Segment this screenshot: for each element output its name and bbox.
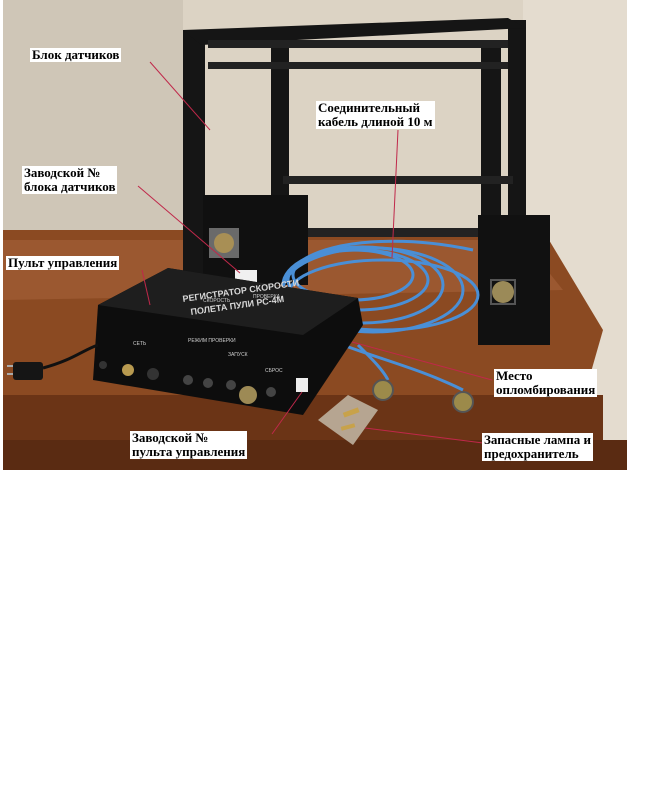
callout-control-panel-text: Пульт управления xyxy=(8,255,118,270)
cable-connector xyxy=(372,379,394,401)
callout-seal-place-line1: Место xyxy=(496,368,533,383)
callout-cable-line1: Соединительный xyxy=(318,100,420,115)
callout-panel-serial-line2: пульта управления xyxy=(132,444,246,459)
callout-panel-serial-line1: Заводской № xyxy=(132,430,209,445)
callout-panel-serial: Заводской № пульта управления xyxy=(130,430,248,459)
control-panel-box: РЕГИСТРАТОР СКОРОСТИ ПОЛЕТА ПУЛИ РС-4М С… xyxy=(93,268,363,415)
callout-seal-place-line2: опломбирования xyxy=(496,382,596,397)
panel-label-reset: СБРОС xyxy=(265,368,283,374)
callout-spare-parts-line2: предохранитель xyxy=(484,446,579,461)
cable-connector xyxy=(452,391,474,413)
callout-control-panel: Пульт управления xyxy=(6,255,120,270)
callout-cable: Соединительный кабель длиной 10 м xyxy=(316,101,435,129)
callout-spare-parts: Запасные лампа и предохранитель xyxy=(482,433,593,461)
panel-label-mode: РЕЖИМ ПРОВЕРКИ xyxy=(188,338,236,344)
panel-label-check: ПРОВЕРКА xyxy=(253,294,281,300)
callout-sensor-serial-line2: блока датчиков xyxy=(24,179,116,194)
callout-sensor-block-text: Блок датчиков xyxy=(32,47,120,62)
callout-cable-line2: кабель длиной 10 м xyxy=(318,114,433,129)
panel-label-launch: ЗАПУСК xyxy=(228,352,248,358)
callout-sensor-serial-line1: Заводской № xyxy=(24,165,101,180)
power-cord xyxy=(7,343,99,380)
panel-label-power: СЕТЬ xyxy=(133,341,147,347)
callout-sensor-block: Блок датчиков xyxy=(30,47,122,62)
callout-sensor-serial: Заводской № блока датчиков xyxy=(22,165,118,194)
spare-parts-bag xyxy=(318,395,378,445)
panel-label-speed: СКОРОСТЬ xyxy=(203,298,231,304)
callout-seal-place: Место опломбирования xyxy=(494,368,598,397)
device-photo: РЕГИСТРАТОР СКОРОСТИ ПОЛЕТА ПУЛИ РС-4М С… xyxy=(3,0,627,470)
callout-spare-parts-line1: Запасные лампа и xyxy=(484,432,591,447)
